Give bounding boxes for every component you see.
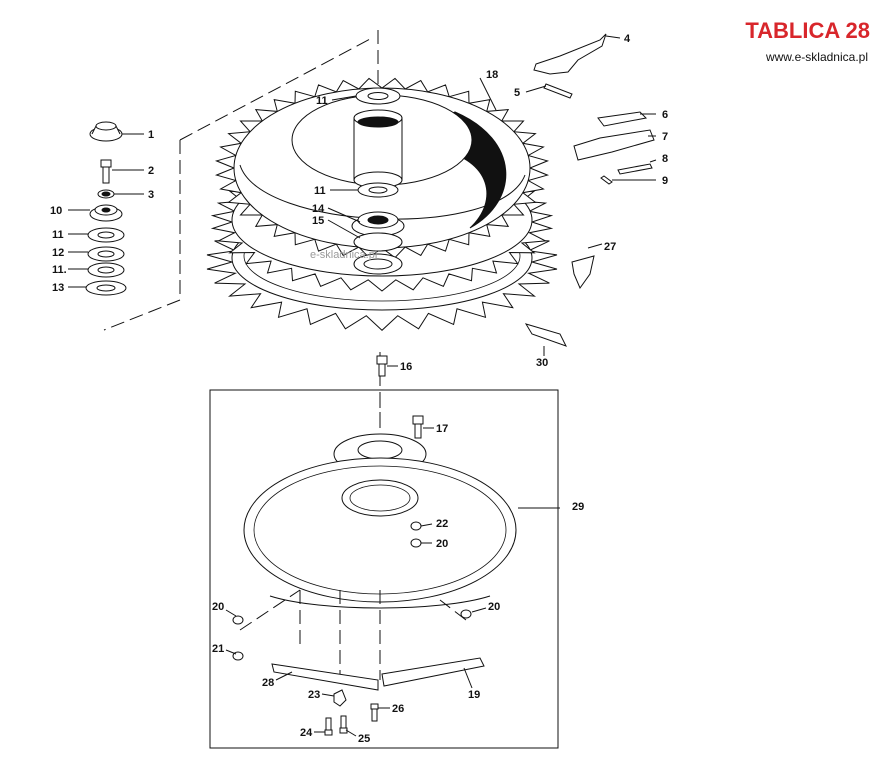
website-url: www.e-skladnica.pl <box>765 50 868 64</box>
callout-1: 1 <box>148 129 154 141</box>
callout-27: 27 <box>604 241 616 253</box>
callout-23: 23 <box>308 689 320 701</box>
callout-30: 30 <box>536 357 548 369</box>
callout-20-left: 20 <box>212 601 224 613</box>
callout-leaders <box>68 35 657 737</box>
callout-14: 14 <box>312 203 325 215</box>
callout-3: 3 <box>148 189 154 201</box>
callout-7: 7 <box>662 131 668 143</box>
callout-20-right: 20 <box>488 601 500 613</box>
callout-28: 28 <box>262 677 274 689</box>
callout-15: 15 <box>312 215 324 227</box>
callout-4: 4 <box>624 33 631 45</box>
callout-11-middle: 11 <box>314 185 326 197</box>
callout-16: 16 <box>400 361 412 373</box>
callout-22: 22 <box>436 518 448 530</box>
callout-6: 6 <box>662 109 668 121</box>
callout-11-left-a: 11 <box>52 229 64 241</box>
right-parts-group <box>524 33 655 347</box>
page-title: TABLICA 28 <box>745 18 870 43</box>
callout-29: 29 <box>572 501 584 513</box>
rotor-star-wheel: e-skladnica.pl <box>206 77 558 331</box>
callout-11-left-b: 11. <box>52 264 67 276</box>
callout-2: 2 <box>148 165 154 177</box>
callout-10: 10 <box>50 205 62 217</box>
callout-25: 25 <box>358 733 370 745</box>
callout-24: 24 <box>300 727 313 739</box>
callout-12: 12 <box>52 247 64 259</box>
callout-17: 17 <box>436 423 448 435</box>
callout-11-top: 11 <box>316 95 328 107</box>
callout-18: 18 <box>486 69 498 81</box>
callout-13: 13 <box>52 282 64 294</box>
callout-19: 19 <box>468 689 480 701</box>
callout-labels: 1 2 3 4 5 6 7 8 9 10 11 12 11. 13 11 11 … <box>50 33 668 745</box>
left-parts-stack <box>85 121 127 296</box>
bolt-16 <box>376 355 388 377</box>
callout-5: 5 <box>514 87 520 99</box>
lower-disc-assembly <box>209 389 559 749</box>
callout-9: 9 <box>662 175 668 187</box>
watermark-text: e-skladnica.pl <box>310 249 377 261</box>
callout-21: 21 <box>212 643 224 655</box>
callout-26: 26 <box>392 703 404 715</box>
callout-8: 8 <box>662 153 668 165</box>
callout-20-center: 20 <box>436 538 448 550</box>
